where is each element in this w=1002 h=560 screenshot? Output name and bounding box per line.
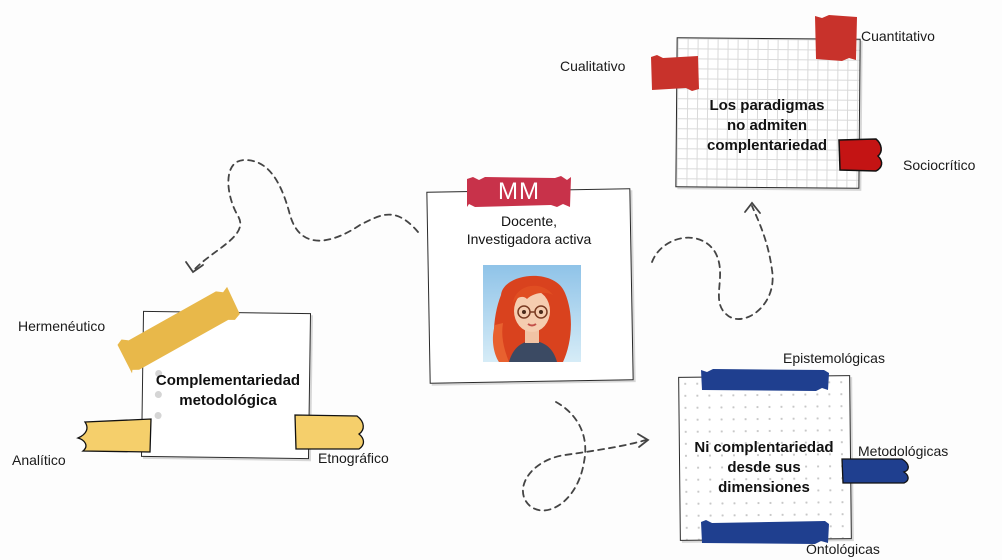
complementariedad-title-line2: metodológica: [179, 392, 277, 409]
hermeneutico-tape: [117, 286, 240, 374]
paradigms-title-line2: no admiten: [726, 117, 807, 134]
cualitativo-tape: [651, 55, 699, 91]
analitico-tape: [76, 418, 152, 453]
label-cuantitativo: Cuantitativo: [861, 28, 935, 44]
epistemologicas-tape: [701, 369, 829, 391]
label-etnografico: Etnográfico: [318, 450, 389, 466]
dimensiones-title-line3: dimensiones: [718, 479, 810, 496]
arrow-to-complementariedad: [193, 159, 419, 271]
label-cualitativo: Cualitativo: [560, 58, 626, 74]
ontologicas-tape: [701, 520, 829, 544]
label-metodologicas: Metodológicas: [858, 443, 949, 459]
arrow-to-paradigmas: [651, 205, 774, 320]
dimensiones-title-line1: Ni complentariedad: [694, 439, 834, 456]
arrow-to-dimensiones: [522, 401, 647, 512]
label-epistemologicas: Epistemológicas: [783, 350, 885, 366]
label-sociocritico: Sociocrítico: [903, 157, 976, 173]
arrowhead-top: [744, 201, 761, 214]
complementariedad-title-line1: Complementariedad: [155, 372, 301, 389]
profile-role-line1: Docente,: [500, 213, 558, 229]
arrowhead-left: [185, 261, 204, 274]
profile-role-line2: Investigadora activa: [466, 231, 592, 247]
label-analitico: Analítico: [12, 452, 66, 468]
metodologicas-tape: [841, 458, 909, 484]
arrowhead-right: [637, 433, 650, 448]
paradigms-title-line1: Los paradigmas: [709, 97, 825, 114]
woman-avatar-icon: [483, 265, 581, 362]
dimensiones-title-line2: desde sus: [727, 459, 801, 476]
name-tape: [467, 176, 571, 207]
label-ontologicas: Ontológicas: [806, 541, 880, 557]
cuantitativo-tape: [815, 15, 857, 61]
label-hermeneutico: Hermenéutico: [18, 318, 106, 334]
paradigms-title-line3: complentariedad: [706, 137, 828, 154]
etnografico-tape: [294, 414, 365, 450]
sociocritico-tape: [838, 138, 883, 172]
profile-initials: MM: [498, 178, 540, 205]
